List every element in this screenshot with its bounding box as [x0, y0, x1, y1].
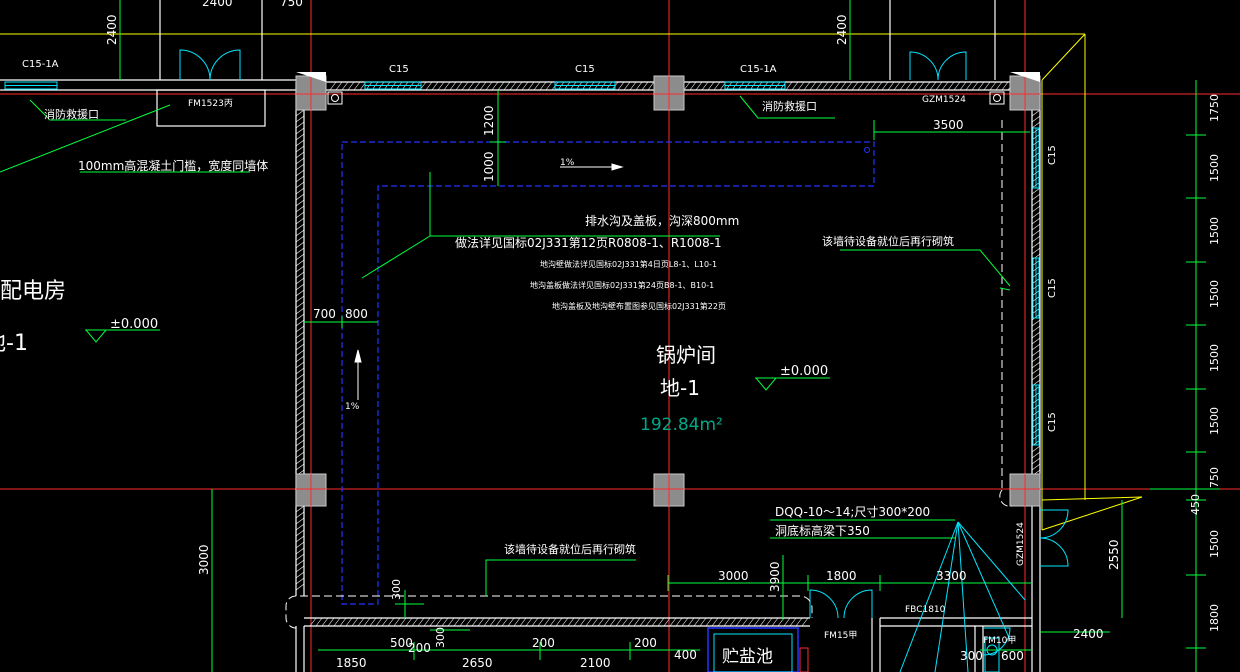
- column-axis-cross: [296, 76, 1040, 506]
- dim-800: 800: [345, 307, 368, 321]
- dim-right-1800: 1800: [1208, 604, 1221, 632]
- yellow-outline: [0, 33, 1143, 531]
- dim-450: 450: [1189, 494, 1202, 515]
- drain-trench: [341, 141, 875, 605]
- dim-2550: 2550: [1107, 539, 1121, 570]
- left-room-name: 配电房: [0, 279, 66, 304]
- salt-tank: [707, 627, 799, 672]
- windows-top: [4, 81, 1040, 446]
- valve-mark: [799, 647, 809, 672]
- dim-3300: 3300: [936, 569, 967, 583]
- dim-right-1500-b: 1500: [1208, 217, 1221, 245]
- dim-1200: 1200: [482, 105, 496, 136]
- label-drain-3: 地沟壁做法详见国标02J331第4日页L8-1、L10-1: [540, 259, 717, 269]
- left-room-elevation: ±0.000: [110, 317, 158, 332]
- label-drain-4: 地沟盖板做法详见国标02J331第24页B8-1、B10-1: [530, 280, 714, 290]
- label-gzm-right: GZM1524: [1016, 522, 1026, 566]
- dim-300-a: 300: [390, 579, 403, 600]
- label-duct-1: DQQ-10～14;尺寸300*200: [775, 505, 930, 519]
- dim-right-1500-e: 1500: [1208, 407, 1221, 435]
- label-slope-top: 1%: [560, 158, 575, 168]
- room-floor-code: 地-1: [660, 376, 700, 400]
- dim-3000-mid: 3000: [718, 569, 749, 583]
- room-elevation: ±0.000: [780, 364, 828, 379]
- dim-right-1500-c: 1500: [1208, 280, 1221, 308]
- dim-right-1500-a: 1500: [1208, 154, 1221, 182]
- label-duct-2: 洞底标高梁下350: [775, 523, 870, 538]
- label-tank: 贮盐池: [722, 647, 773, 667]
- drain-point: [864, 147, 870, 153]
- dim-right-1500-d: 1500: [1208, 344, 1221, 372]
- dim-2400-partial: 2400: [202, 0, 233, 9]
- dim-300-br: 300: [960, 649, 983, 663]
- label-c15-r2: C15: [1047, 278, 1058, 298]
- label-gzm-top: GZM1524: [922, 95, 966, 105]
- dim-2100: 2100: [580, 656, 611, 670]
- dim-2400-top-left: 2400: [105, 14, 119, 45]
- duct-symbol: [899, 521, 1026, 672]
- label-slope-left: 1%: [345, 402, 360, 412]
- label-c15-1a-right: C15-1A: [740, 64, 777, 75]
- dim-200-a: 200: [408, 641, 431, 655]
- dim-1000: 1000: [482, 151, 496, 182]
- dim-2400-br: 2400: [1073, 627, 1104, 641]
- leader-lines: [0, 95, 1011, 596]
- dim-3000-left: 3000: [197, 544, 211, 575]
- label-c15-b: C15: [575, 64, 595, 75]
- label-fbc: FBC1810: [905, 605, 946, 615]
- dim-200-b: 200: [532, 636, 555, 650]
- dim-500: 500: [390, 636, 413, 650]
- label-rescue-right: 消防救援口: [762, 99, 817, 113]
- left-room-floor-code: 地-1: [0, 331, 28, 356]
- dim-700: 700: [313, 307, 336, 321]
- corner-marks: [296, 72, 1040, 82]
- pipe-symbols: [327, 91, 1005, 105]
- label-c15-r3: C15: [1047, 412, 1058, 432]
- dim-right-750: 750: [1208, 467, 1221, 488]
- label-c15-a: C15: [389, 64, 409, 75]
- dim-3900: 3900: [768, 561, 782, 592]
- dim-200-c: 200: [634, 636, 657, 650]
- label-fm1523: FM1523丙: [188, 98, 233, 109]
- dim-400: 400: [674, 648, 697, 662]
- label-fm15: FM15甲: [824, 630, 857, 641]
- slope-arrows: [354, 163, 624, 400]
- label-wall-note-right: 该墙待设备就位后再行砌筑: [822, 234, 954, 248]
- label-threshold-note: 100mm高混凝土门槛，宽度同墙体: [78, 158, 268, 173]
- dimension-lines: [119, 0, 1220, 672]
- dim-1800-h: 1800: [826, 569, 857, 583]
- label-c15-1a-left: C15-1A: [22, 59, 59, 70]
- label-wall-note-bottom: 该墙待设备就位后再行砌筑: [504, 542, 636, 556]
- dim-2400-top-right: 2400: [835, 14, 849, 45]
- dim-600-br: 600: [1001, 649, 1024, 663]
- label-drain-1: 排水沟及盖板，沟深800mm: [585, 214, 739, 228]
- dim-1850: 1850: [336, 656, 367, 670]
- dim-right-1750-top: 1750: [1208, 94, 1221, 122]
- future-wall-outline: [285, 120, 1013, 629]
- dim-750-top: 750: [280, 0, 303, 9]
- label-drain-5: 地沟盖板及地沟壁布置图参见国标02J331第22页: [552, 301, 726, 311]
- label-fm10: FM10甲: [983, 635, 1016, 646]
- label-drain-2: 做法详见国标02J331第12页R0808-1、R1008-1: [455, 235, 722, 250]
- dim-300-b: 300: [434, 627, 447, 648]
- room-name: 锅炉间: [656, 343, 716, 367]
- dim-3500: 3500: [933, 118, 964, 132]
- dim-right-1500-f: 1500: [1208, 530, 1221, 558]
- room-area: 192.84m²: [640, 415, 723, 435]
- elevation-marks: [84, 329, 778, 391]
- dim-2650: 2650: [462, 656, 493, 670]
- label-rescue-left: 消防救援口: [44, 107, 99, 121]
- doors: [179, 49, 1069, 656]
- label-c15-r1: C15: [1047, 145, 1058, 165]
